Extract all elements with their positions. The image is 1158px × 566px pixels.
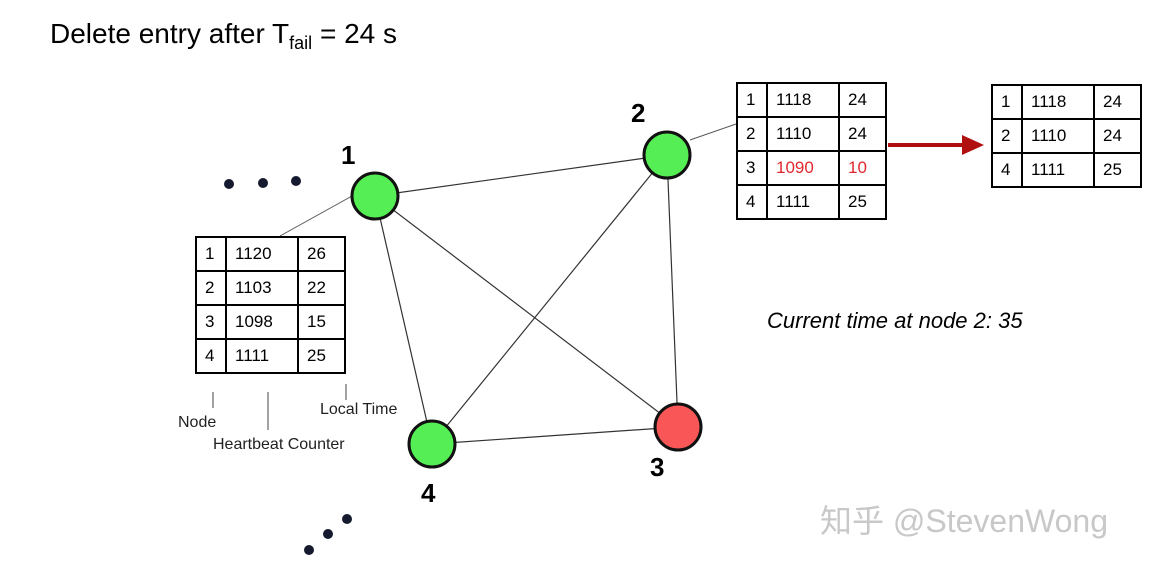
cell-node-id: 4 [736,184,768,220]
cell-heartbeat-counter: 1098 [225,304,299,340]
ellipsis-dot [224,179,234,189]
cell-heartbeat-counter: 1103 [225,270,299,306]
ellipsis-dot [304,545,314,555]
watermark: 知乎 @StevenWong [820,503,1109,539]
cell-node-id: 2 [195,270,227,306]
arrow-icon [888,135,984,155]
column-label-node: Node [178,414,217,431]
cell-node-id: 2 [736,116,768,152]
cell-heartbeat-counter: 1111 [1021,152,1095,188]
cell-heartbeat-counter: 1120 [225,236,299,272]
cell-heartbeat-counter: 1111 [766,184,840,220]
node-1-circle [350,171,400,221]
edge-3-4 [431,426,679,445]
cell-local-time: 24 [838,82,887,118]
cell-heartbeat-counter: 1111 [225,338,299,374]
cell-node-id: 1 [195,236,227,272]
cell-node-id: 1 [991,84,1023,120]
cell-node-id: 4 [991,152,1023,188]
title-subscript: fail [289,33,313,53]
ellipsis-dot [342,514,352,524]
leader-table1-node1 [279,195,353,237]
leader-table2-node2 [689,123,737,141]
ellipsis-dots-top [224,176,301,189]
cell-local-time: 25 [297,338,346,374]
ellipsis-dot [258,178,268,188]
column-label-local-time: Local Time [320,401,398,418]
cell-local-time: 22 [297,270,346,306]
cell-heartbeat-counter: 1090 [766,150,840,186]
ellipsis-dots-bottom [304,514,352,555]
cell-local-time: 15 [297,304,346,340]
current-time-note: Current time at node 2: 35 [767,308,1023,333]
cell-local-time: 26 [297,236,346,272]
cell-local-time: 25 [1093,152,1142,188]
edges [374,154,679,445]
cell-local-time: 24 [1093,118,1142,154]
cell-node-id: 4 [195,338,227,374]
node-3-label: 3 [650,452,665,482]
edge-1-4 [374,195,433,445]
title-suffix: = 24 s [312,18,398,49]
node-2-circle [642,130,692,180]
cell-heartbeat-counter: 1118 [1021,84,1095,120]
cell-local-time: 25 [838,184,887,220]
edge-2-3 [666,154,679,428]
node-4-label: 4 [421,478,436,508]
node-2-label: 2 [631,98,646,128]
cell-node-id: 3 [195,304,227,340]
edge-1-3 [374,195,679,428]
node-3-circle [653,402,703,452]
cell-local-time: 24 [1093,84,1142,120]
title-text: Delete entry after T [50,18,290,49]
cell-node-id: 1 [736,82,768,118]
ellipsis-dot [291,176,301,186]
cell-heartbeat-counter: 1110 [766,116,840,152]
node-1-label: 1 [341,140,356,170]
cell-node-id: 2 [991,118,1023,154]
page-title: Delete entry after Tfail = 24 s [50,18,397,54]
edge-2-4 [431,154,668,445]
cell-heartbeat-counter: 1110 [1021,118,1095,154]
edge-1-2 [374,154,668,197]
cell-node-id: 3 [736,150,768,186]
cell-local-time: 10 [838,150,887,186]
ellipsis-dot [323,529,333,539]
cell-heartbeat-counter: 1118 [766,82,840,118]
column-label-heartbeat-counter: Heartbeat Counter [213,436,345,453]
cell-local-time: 24 [838,116,887,152]
node-4-circle [407,419,457,469]
